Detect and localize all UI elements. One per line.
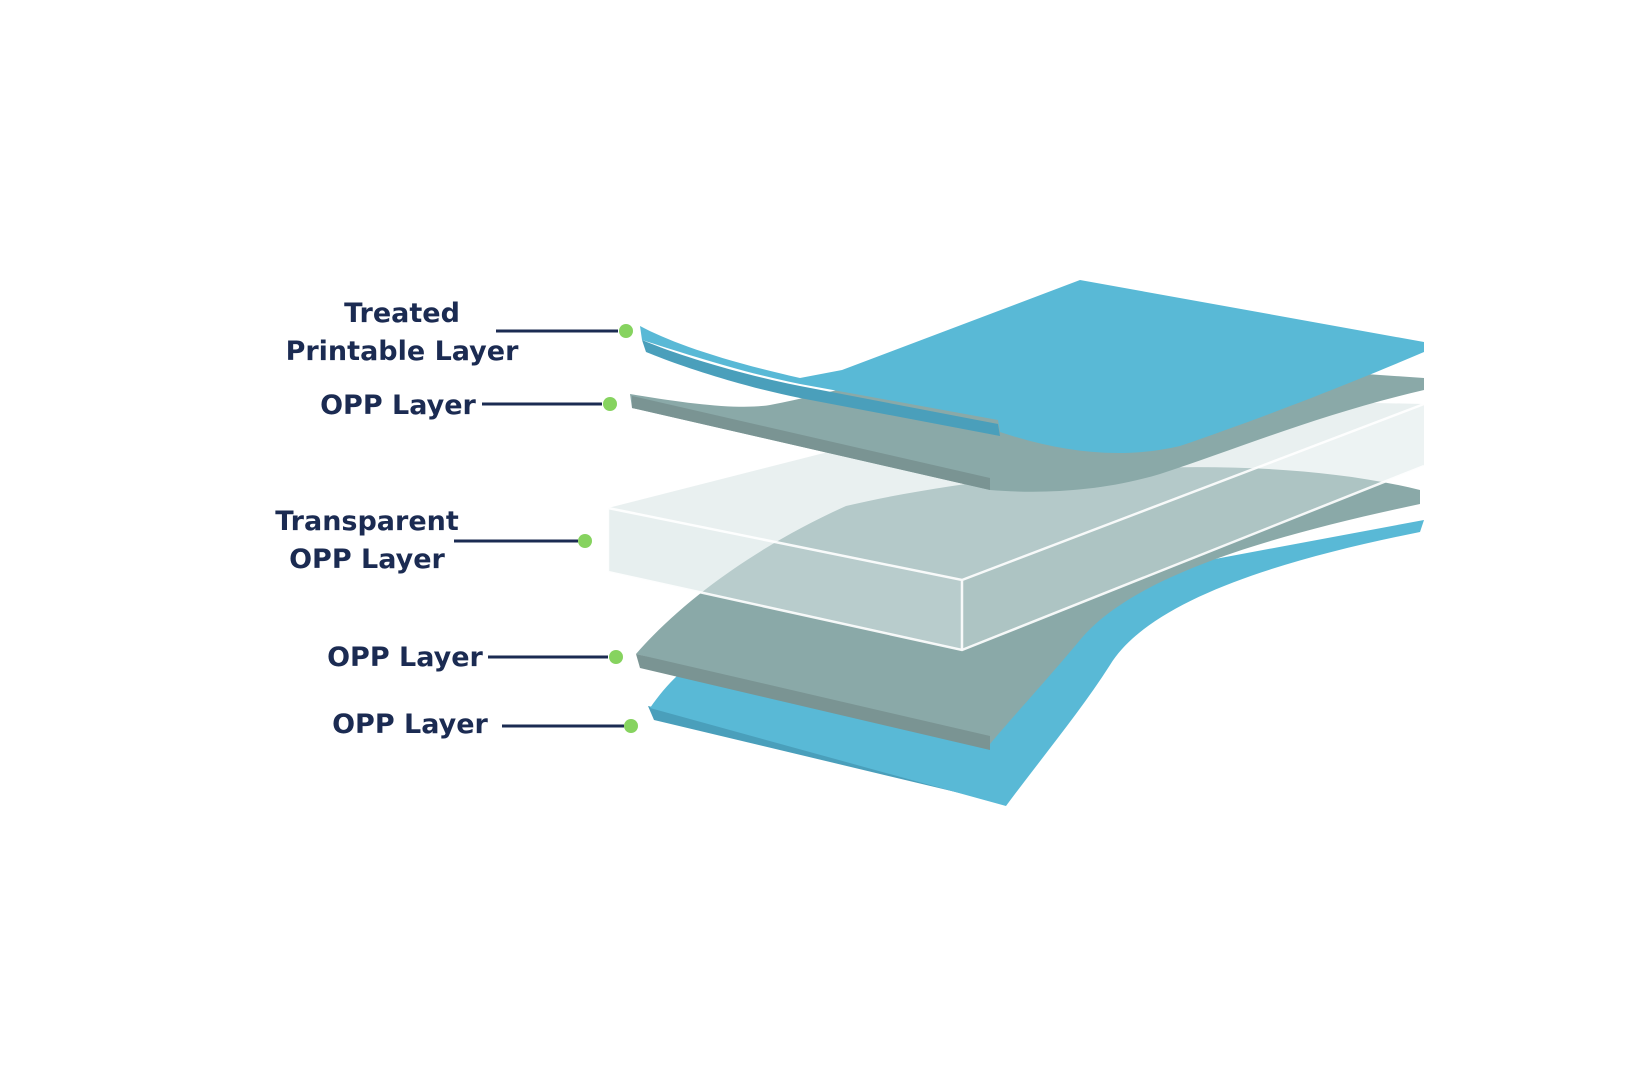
label-text: Printable Layer xyxy=(286,336,520,367)
marker-dot xyxy=(619,324,633,338)
label-text: OPP Layer xyxy=(289,544,445,575)
label-transparent-opp-layer: Transparent OPP Layer xyxy=(275,506,592,575)
marker-dot xyxy=(578,534,592,548)
label-text: OPP Layer xyxy=(332,709,488,740)
label-opp-layer-3: OPP Layer xyxy=(332,709,638,740)
marker-dot xyxy=(609,650,623,664)
transparent-box-outline xyxy=(606,402,1425,652)
marker-dot xyxy=(603,397,617,411)
label-text: Treated xyxy=(344,298,460,329)
label-text: OPP Layer xyxy=(327,642,483,673)
marker-dot xyxy=(624,719,638,733)
lower-grey-layer-edge xyxy=(636,654,990,750)
label-opp-layer-1: OPP Layer xyxy=(320,390,617,421)
top-blue-layer-face xyxy=(640,280,1424,454)
top-blue-layer xyxy=(640,280,1424,454)
label-text: OPP Layer xyxy=(320,390,476,421)
upper-grey-layer-edge xyxy=(632,396,990,490)
label-text: Transparent xyxy=(275,506,459,537)
top-blue-layer-edge xyxy=(642,340,1000,436)
transparent-box-side xyxy=(962,404,1424,650)
label-treated-printable-layer: Treated Printable Layer xyxy=(286,298,633,367)
transparent-box-front xyxy=(608,508,962,650)
label-opp-layer-2: OPP Layer xyxy=(327,642,623,673)
